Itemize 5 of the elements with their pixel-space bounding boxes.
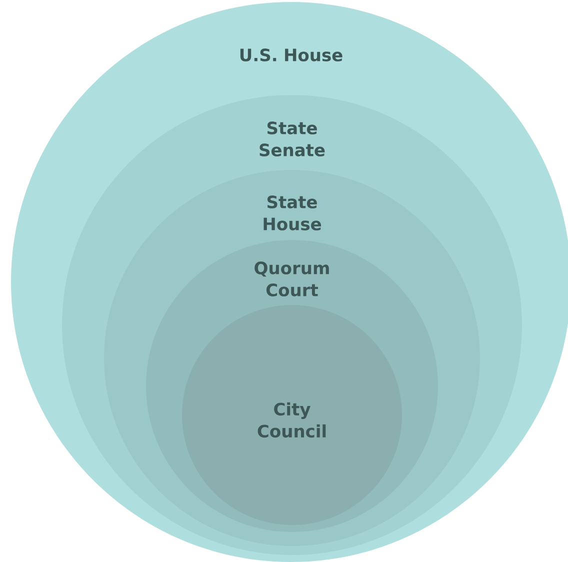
circle-label: Quorum Court	[254, 262, 329, 296]
circle-label: City Council	[258, 402, 326, 438]
circle-label: U.S. House	[240, 48, 342, 62]
circle-label: State Senate	[260, 122, 325, 156]
circle-label: State House	[264, 196, 321, 230]
